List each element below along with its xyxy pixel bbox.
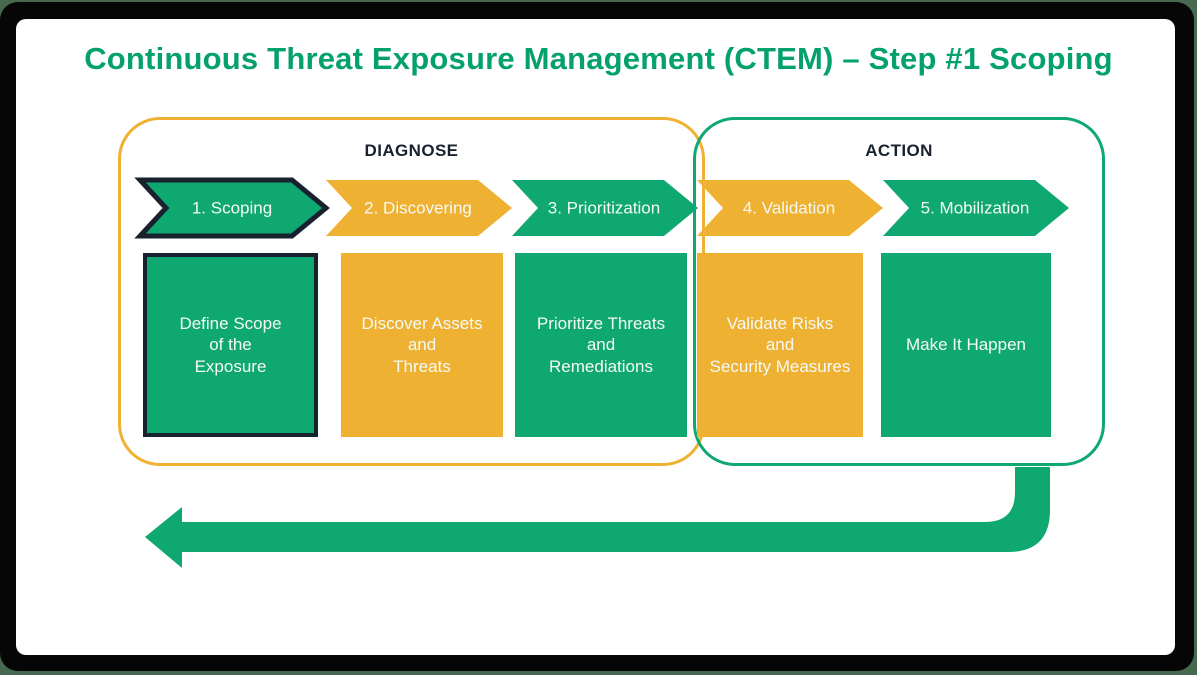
step-chevron-mobilization: 5. Mobilization — [883, 180, 1069, 236]
step-detail-text: Prioritize Threats and Remediations — [536, 313, 666, 376]
action-group-frame — [693, 117, 1105, 466]
step-chevron-label: 1. Scoping — [192, 199, 272, 218]
step-detail-box-validation: Validate Risks and Security Measures — [697, 253, 863, 437]
step-detail-box-discovering: Discover Assets and Threats — [341, 253, 503, 437]
step-chevron-discovering: 2. Discovering — [326, 180, 512, 236]
step-detail-text: Validate Risks and Security Measures — [709, 313, 851, 376]
diagnose-group-label: DIAGNOSE — [364, 141, 459, 160]
step-detail-box-scoping: Define Scope of the Exposure — [143, 253, 318, 437]
step-chevron-validation: 4. Validation — [697, 180, 883, 236]
step-chevron-label: 5. Mobilization — [921, 199, 1030, 218]
step-chevron-label: 4. Validation — [743, 199, 835, 218]
step-chevron-label: 3. Prioritization — [548, 199, 660, 218]
step-chevron-prioritization: 3. Prioritization — [512, 180, 698, 236]
step-detail-box-mobilization: Make It Happen — [881, 253, 1051, 437]
step-chevron-scoping: 1. Scoping — [134, 177, 330, 239]
loop-back-arrow — [145, 467, 1050, 568]
page-title: Continuous Threat Exposure Management (C… — [84, 41, 1113, 76]
step-detail-text: Define Scope of the Exposure — [179, 313, 282, 376]
step-chevron-label: 2. Discovering — [364, 199, 472, 218]
step-detail-text: Discover Assets and Threats — [361, 313, 483, 376]
action-group-label: ACTION — [865, 141, 933, 160]
step-detail-box-prioritization: Prioritize Threats and Remediations — [515, 253, 687, 437]
step-detail-text: Make It Happen — [905, 335, 1026, 355]
